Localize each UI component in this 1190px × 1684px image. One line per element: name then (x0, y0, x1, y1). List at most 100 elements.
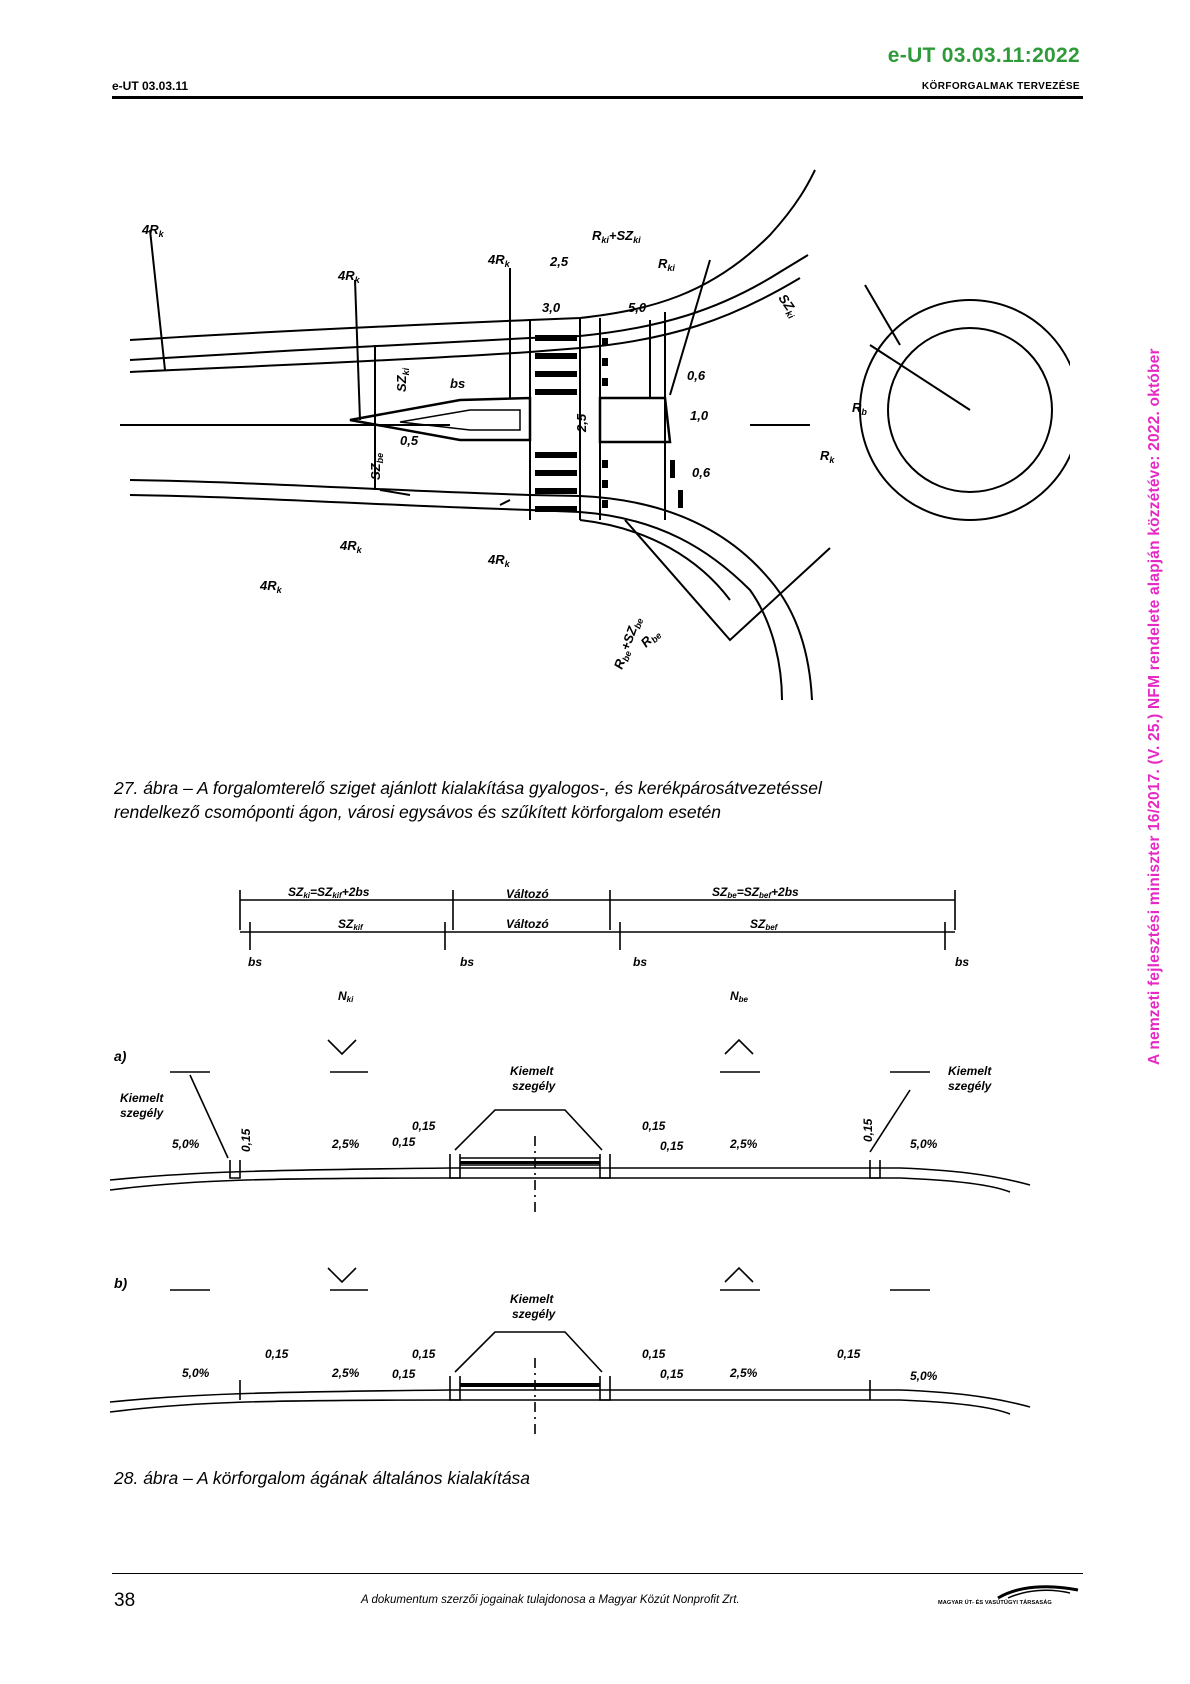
section-a-leader (454, 1089, 911, 1153)
dim-szkif: SZkif (338, 917, 364, 932)
section-b-kerbs (239, 1376, 871, 1401)
label-rb: Rb (852, 400, 867, 417)
upper-road-edge-2 (129, 254, 809, 361)
dim-015-a1: 0,15 (412, 1119, 436, 1133)
lower-road-edge-3 (579, 519, 731, 601)
figure-27-caption: 27. ábra – A forgalomterelő sziget ajánl… (114, 776, 1014, 824)
label-rbe-szbe: Rbe+SZbe (611, 615, 646, 672)
label-rki-szki: Rki+SZki (592, 228, 641, 245)
footer-rule (112, 1573, 1083, 1574)
dim-015-b1: 0,15 (265, 1347, 289, 1361)
label-nbe: Nbe (730, 989, 749, 1004)
chevron-up-a (724, 1038, 754, 1055)
label-4rk-2: 4Rk (337, 268, 361, 285)
dim-3-0: 3,0 (542, 300, 561, 315)
label-rki: Rki (658, 256, 675, 273)
label-szegely-b: szegély (512, 1307, 557, 1321)
figure-27-caption-line1: 27. ábra – A forgalomterelő sziget ajánl… (114, 778, 822, 798)
dim-015-b3: 0,15 (392, 1367, 416, 1381)
lower-road-edge-1 (129, 479, 813, 701)
section-a-surface (110, 1167, 1031, 1186)
label-szbe: SZbe (368, 453, 385, 480)
section-a-kerbs (229, 1154, 881, 1179)
zebra-stripes (535, 335, 683, 512)
label-szegely-right: szegély (948, 1079, 993, 1093)
label-4rk-1: 4Rk (141, 222, 165, 239)
dim-5-0: 5,0 (628, 300, 647, 315)
upper-road-edge-3 (129, 277, 801, 373)
section-a-island (460, 1157, 600, 1166)
dim-015-b4: 0,15 (642, 1347, 666, 1361)
figure-28-drawing: SZki=SZkif+2bs Változó SZbe=SZbef+2bs SZ… (110, 885, 1031, 1436)
dim-0-6-b: 0,6 (692, 465, 711, 480)
label-4rk-4: 4Rk (339, 538, 363, 555)
label-kiemelt-right: Kiemelt (948, 1064, 992, 1078)
dim-0-5: 0,5 (400, 433, 419, 448)
dim-015-a5: 0,15 (239, 1128, 253, 1152)
label-bs: bs (450, 376, 465, 391)
dim-szbef: SZbef (750, 917, 779, 932)
label-4rk-5: 4Rk (487, 552, 511, 569)
figure-27-caption-line2: rendelkező csomóponti ágon, városi egysá… (114, 802, 721, 822)
dim-015-b2: 0,15 (412, 1347, 436, 1361)
document-code: e-UT 03.03.11:2022 (887, 44, 1080, 67)
dim-valtozo-1: Változó (506, 887, 549, 901)
section-b-island-fill (460, 1383, 600, 1387)
figure-27-drawing: 4Rk 4Rk 4Rk 4Rk 4Rk 4Rk bs Rki+SZki Rki … (120, 169, 1070, 701)
section-a-leader-left (189, 1074, 229, 1159)
dim-0-6-a: 0,6 (687, 368, 706, 383)
label-kiemelt-left: Kiemelt (120, 1091, 164, 1105)
dim-chain-bottom (240, 922, 955, 950)
island-inner (399, 409, 521, 431)
dim-chain-top (239, 890, 956, 930)
figure-28-caption: 28. ábra – A körforgalom ágának általáno… (114, 1468, 531, 1488)
island-2 (598, 396, 672, 444)
lower-road-edge-2 (129, 494, 783, 701)
label-szki-ring: SZki (774, 291, 802, 321)
label-4rk-3: 4Rk (487, 252, 511, 269)
logo-text: MAGYAR ÚT- ÉS VASÚTÜGYI TÁRSASÁG (938, 1600, 1052, 1606)
section-b-surface (110, 1389, 1031, 1408)
dim-015-a4: 0,15 (660, 1139, 684, 1153)
label-szegely-left: szegély (120, 1106, 165, 1120)
dim-015-a2: 0,15 (392, 1135, 416, 1149)
label-kiemelt-b: Kiemelt (510, 1292, 554, 1306)
section-a-base (110, 1177, 1011, 1193)
label-szki: SZki (394, 367, 411, 392)
chevron-down-a (327, 1039, 357, 1056)
splitter-island (349, 396, 532, 442)
dim-bs-3: bs (633, 955, 647, 969)
slope-a-left: 5,0% (172, 1137, 200, 1151)
publication-note: A nemzeti fejlesztési miniszter 16/2017.… (1146, 348, 1163, 1065)
slope-arrows (170, 1071, 930, 1291)
slope-b-right: 5,0% (910, 1369, 938, 1383)
publisher-logo: MAGYAR ÚT- ÉS VASÚTÜGYI TÁRSASÁG (938, 1584, 1084, 1612)
label-kiemelt-a: Kiemelt (510, 1064, 554, 1078)
label-4rk-6: 4Rk (259, 578, 283, 595)
label-rk: Rk (820, 448, 835, 465)
logo-swoosh-icon (997, 1585, 1079, 1600)
header-left: e-UT 03.03.11 (112, 79, 189, 93)
dim-szbe-formula: SZbe=SZbef+2bs (712, 885, 799, 900)
dim-valtozo-2: Változó (506, 917, 549, 931)
dim-1-0: 1,0 (690, 408, 709, 423)
dim-015-b5: 0,15 (660, 1367, 684, 1381)
header-rule (112, 96, 1083, 99)
section-b-base (110, 1399, 1011, 1415)
slope-b-left: 5,0% (182, 1366, 210, 1380)
panel-b-label: b) (114, 1275, 128, 1291)
slope-b-3: 2,5% (729, 1366, 758, 1380)
dim-bs-2: bs (460, 955, 474, 969)
header-right: KÖRFORGALMAK TERVEZÉSE (921, 81, 1080, 92)
chevron-up-b (724, 1266, 754, 1283)
roundabout-outer (859, 299, 1070, 521)
section-a-island-fill (460, 1161, 600, 1164)
dim-bs-1: bs (248, 955, 262, 969)
dim-015-a3: 0,15 (642, 1119, 666, 1133)
dim-bs-4: bs (955, 955, 969, 969)
slope-a-2: 2,5% (331, 1137, 360, 1151)
copyright-notice: A dokumentum szerzői jogainak tulajdonos… (361, 1594, 740, 1606)
dim-015-a6: 0,15 (861, 1118, 875, 1142)
roundabout-inner (887, 327, 1053, 493)
dim-015-b6: 0,15 (837, 1347, 861, 1361)
